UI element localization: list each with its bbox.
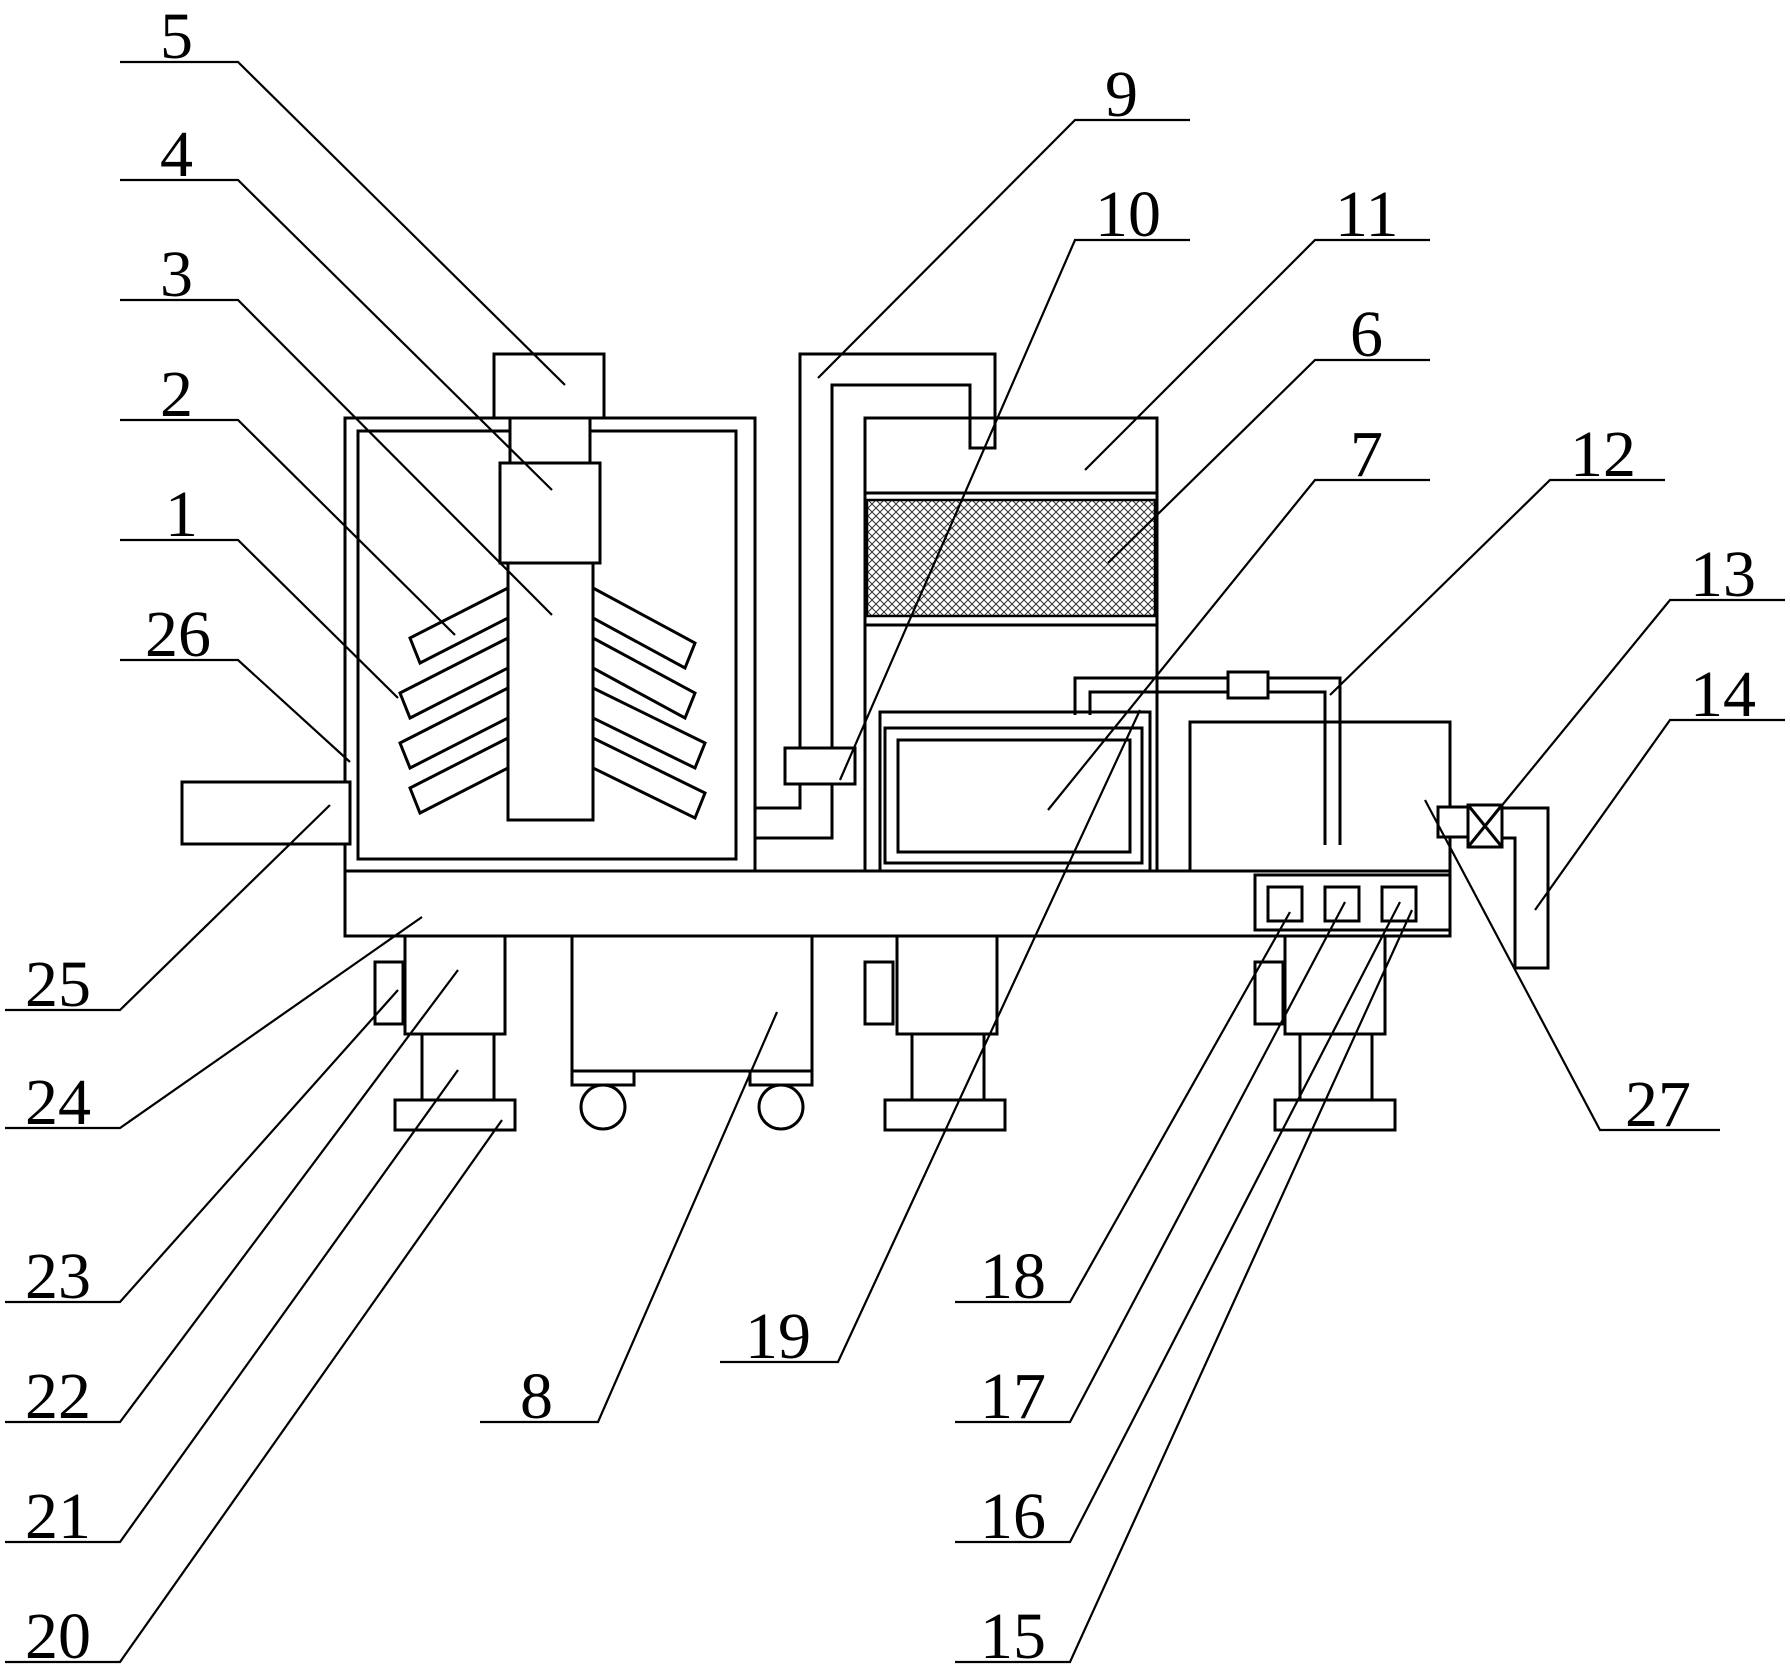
control-button-c — [1380, 885, 1418, 923]
label-19: 19 — [745, 1300, 811, 1373]
label-1: 1 — [165, 478, 198, 551]
label-23: 23 — [25, 1240, 91, 1313]
label-21: 21 — [25, 1480, 91, 1553]
label-15: 15 — [980, 1600, 1046, 1669]
right-support-leg — [1253, 934, 1397, 1132]
leader-lines — [5, 60, 1785, 1664]
mixing-tank — [180, 352, 757, 873]
water-pump — [783, 746, 857, 786]
label-4: 4 — [160, 118, 193, 191]
inner-box — [896, 738, 1132, 854]
label-6: 6 — [1350, 298, 1383, 371]
label-2: 2 — [160, 358, 193, 431]
connecting-pipe — [755, 352, 997, 840]
control-button-b — [1323, 885, 1361, 923]
label-12: 12 — [1570, 418, 1636, 491]
motor — [492, 352, 606, 420]
left-stirring-blades — [398, 585, 510, 816]
outlet-pipe — [1502, 806, 1550, 970]
label-25: 25 — [25, 948, 91, 1021]
label-27: 27 — [1625, 1068, 1691, 1141]
label-22: 22 — [25, 1360, 91, 1433]
label-26: 26 — [145, 598, 211, 671]
control-panel — [1253, 873, 1452, 932]
treatment-tank — [863, 416, 1159, 873]
center-support-leg — [863, 934, 1007, 1132]
label-9: 9 — [1105, 58, 1138, 131]
stirring-shaft — [506, 561, 595, 822]
left-support-leg — [373, 934, 517, 1132]
label-18: 18 — [980, 1240, 1046, 1313]
label-14: 14 — [1690, 658, 1756, 731]
label-20: 20 — [25, 1600, 91, 1669]
label-5: 5 — [160, 0, 193, 73]
label-13: 13 — [1690, 538, 1756, 611]
water-tank — [1073, 670, 1550, 970]
label-7: 7 — [1350, 418, 1383, 491]
reference-numerals: 5 4 3 2 1 26 9 10 11 6 7 12 13 14 25 24 … — [25, 0, 1756, 1669]
label-17: 17 — [980, 1360, 1046, 1433]
pipe-valve — [1226, 670, 1270, 700]
cart-wheel-left — [579, 1083, 627, 1131]
label-11: 11 — [1335, 178, 1399, 251]
motor-shaft — [508, 416, 592, 465]
cart-wheel-right — [757, 1083, 805, 1131]
label-24: 24 — [25, 1066, 91, 1139]
coupling — [498, 461, 602, 565]
base-plate — [343, 869, 1452, 938]
label-8: 8 — [520, 1360, 553, 1433]
label-3: 3 — [160, 238, 193, 311]
middle-cart — [570, 934, 814, 1131]
label-16: 16 — [980, 1480, 1046, 1553]
right-stirring-blades — [591, 585, 707, 821]
filter-layer — [865, 498, 1157, 618]
control-button-a — [1266, 885, 1304, 923]
discharge-pipe — [180, 780, 352, 846]
label-10: 10 — [1095, 178, 1161, 251]
